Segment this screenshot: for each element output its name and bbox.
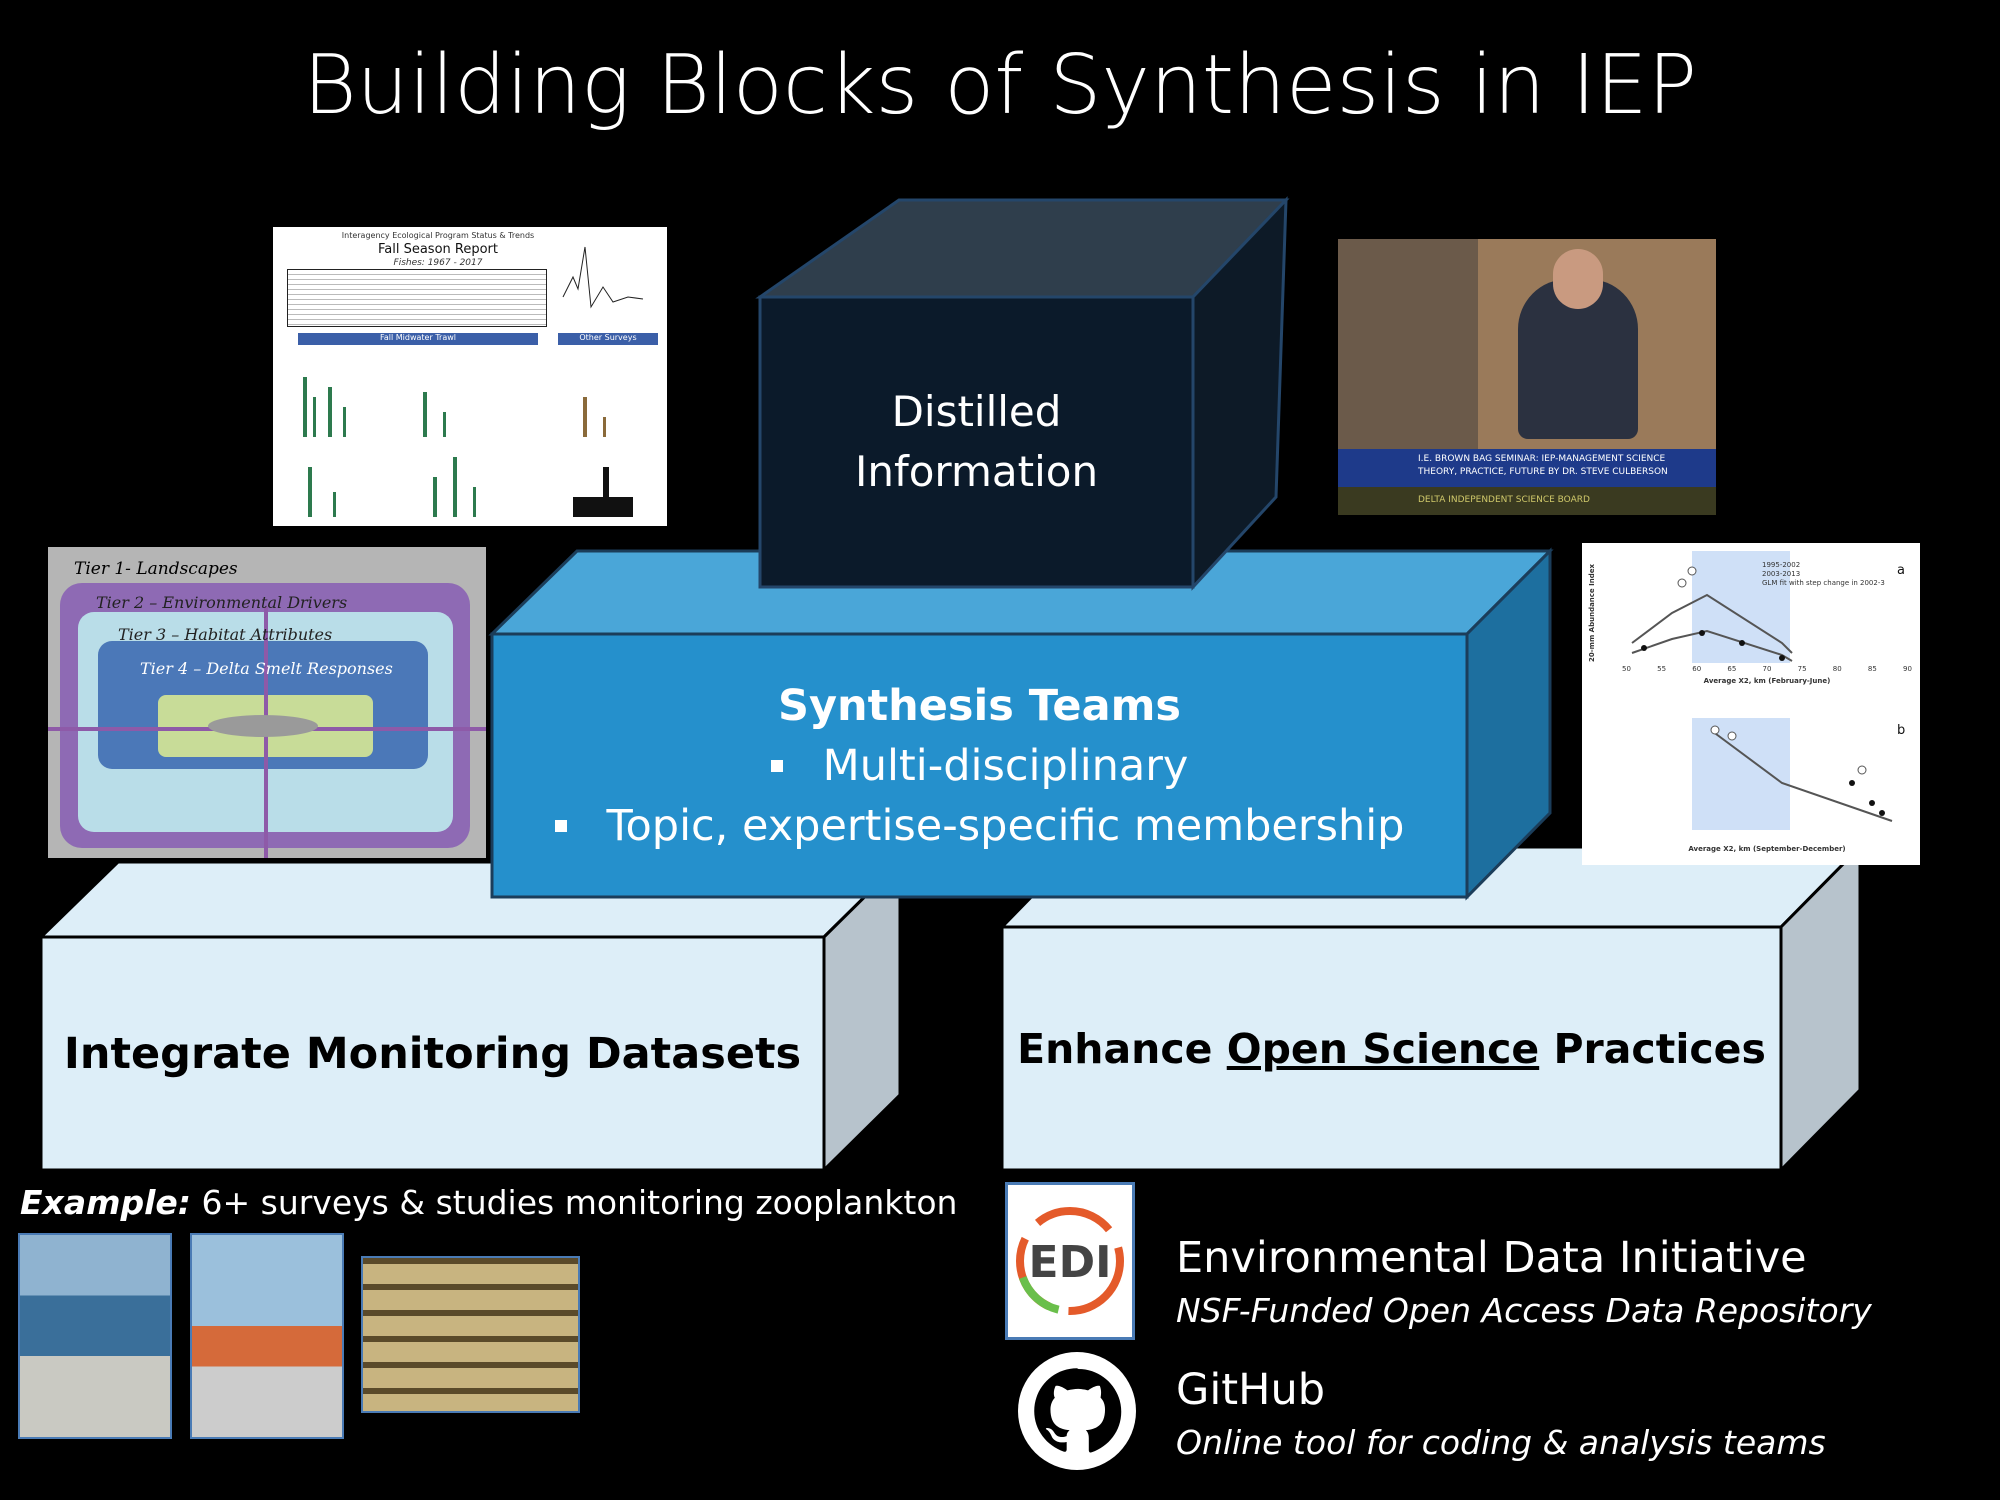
edi-title: Environmental Data Initiative [1176,1233,1807,1283]
fall-season-report-image: Interagency Ecological Program Status & … [273,227,667,526]
bullet-text: Topic, expertise-specific membership [606,800,1405,851]
top-block-line2: Information [854,447,1099,496]
xtick: 85 [1867,665,1877,673]
synthesis-teams-heading: Synthesis Teams [777,680,1182,731]
distilled-information-label: Distilled Information [760,297,1193,587]
bullet-icon [770,759,783,772]
integrate-datasets-label: Integrate Monitoring Datasets [41,937,824,1170]
example-bold: Example: [20,1183,191,1222]
report-text-block [287,269,547,327]
panel-b-label: b [1897,723,1906,738]
caption-line1: I.E. BROWN BAG SEMINAR: IEP-MANAGEMENT S… [1418,454,1666,464]
slide-title: Building Blocks of Synthesis in IEP [302,38,1698,133]
report-subtitle: Fishes: 1967 - 2017 [393,258,483,268]
block-top-front [758,295,1195,589]
xlabel-b: Average X2, km (September-December) [1688,845,1846,853]
tier4-label: Tier 4 – Delta Smelt Responses [140,659,393,678]
block-bottom-right-front [1000,925,1783,1172]
legend-item: GLM fit with step change in 2002-3 [1762,579,1885,587]
report-charts [303,246,644,517]
bottom-left-text: Integrate Monitoring Datasets [63,1028,802,1079]
xtick: 50 [1622,665,1631,673]
panel-a-label: a [1897,563,1905,578]
speaker-head [1553,249,1603,309]
br-suffix: Practices [1539,1024,1766,1073]
svg-text:EDI: EDI [1029,1237,1112,1288]
legend-item: 2003-2013 [1762,570,1801,578]
shade-b [1692,718,1790,830]
github-subtitle: Online tool for coding & analysis teams [1176,1423,1826,1462]
field-sampling-photo-2 [190,1233,344,1439]
xtick: 55 [1657,665,1667,673]
synthesis-teams-block: Synthesis Teams Multi-disciplinary Topic… [492,634,1467,897]
field-sampling-photo-1 [18,1233,172,1439]
xtick: 70 [1762,665,1772,673]
tier3-label: Tier 3 – Habitat Attributes [118,625,333,644]
xtick: 80 [1832,665,1842,673]
xticks-a: 50 55 60 65 70 75 80 85 90 [1622,665,1912,673]
edi-logo-icon: EDI [1016,1207,1124,1315]
edi-subtitle: NSF-Funded Open Access Data Repository [1176,1291,1872,1330]
edi-logo[interactable]: EDI [1005,1182,1135,1340]
smelt-icon [208,715,318,737]
example-text: 6+ surveys & studies monitoring zooplank… [191,1183,958,1222]
github-icon[interactable] [1018,1352,1136,1470]
tiers-diagram-image: Tier 1- Landscapes Tier 2 – Environmenta… [48,547,486,858]
seminar-video-still[interactable]: I.E. BROWN BAG SEMINAR: IEP-MANAGEMENT S… [1338,239,1716,515]
report-title: Fall Season Report [377,242,498,257]
block-bottom-left-front [39,935,826,1172]
video-caption: I.E. BROWN BAG SEMINAR: IEP-MANAGEMENT S… [1338,449,1716,487]
report-section2: Other Surveys [558,333,658,345]
caption-line2: THEORY, PRACTICE, FUTURE BY DR. STEVE CU… [1418,467,1668,477]
example-caption: Example: 6+ surveys & studies monitoring… [20,1183,957,1222]
tier1-label: Tier 1- Landscapes [74,559,238,579]
caption-line3: DELTA INDEPENDENT SCIENCE BOARD [1338,487,1716,515]
xtick: 75 [1797,665,1807,673]
xtick: 60 [1692,665,1702,673]
ylabel: 20-mm Abundance Index [1588,564,1596,662]
bullet-item: Multi-disciplinary [770,736,1189,796]
report-section1: Fall Midwater Trawl [298,333,538,345]
report-org: Interagency Ecological Program Status & … [341,231,535,240]
xtick: 90 [1903,665,1912,673]
br-prefix: Enhance [1017,1024,1227,1073]
block-middle-front [490,632,1469,899]
sample-shelves-photo [361,1256,580,1413]
bullet-item: Topic, expertise-specific membership [554,796,1405,856]
tier2-label: Tier 2 – Environmental Drivers [96,593,348,612]
github-title: GitHub [1176,1365,1326,1415]
open-science-label: Enhance Open Science Practices [1002,927,1781,1170]
open-science-link[interactable]: Open Science [1226,1024,1540,1073]
bullet-icon [554,819,567,832]
legend-item: 1995-2002 [1762,561,1801,569]
xlabel-a: Average X2, km (February-June) [1703,677,1831,685]
top-block-line1: Distilled [891,387,1062,436]
xtick: 65 [1727,665,1737,673]
chart-marks [1631,566,1893,822]
bullet-text: Multi-disciplinary [822,740,1189,791]
